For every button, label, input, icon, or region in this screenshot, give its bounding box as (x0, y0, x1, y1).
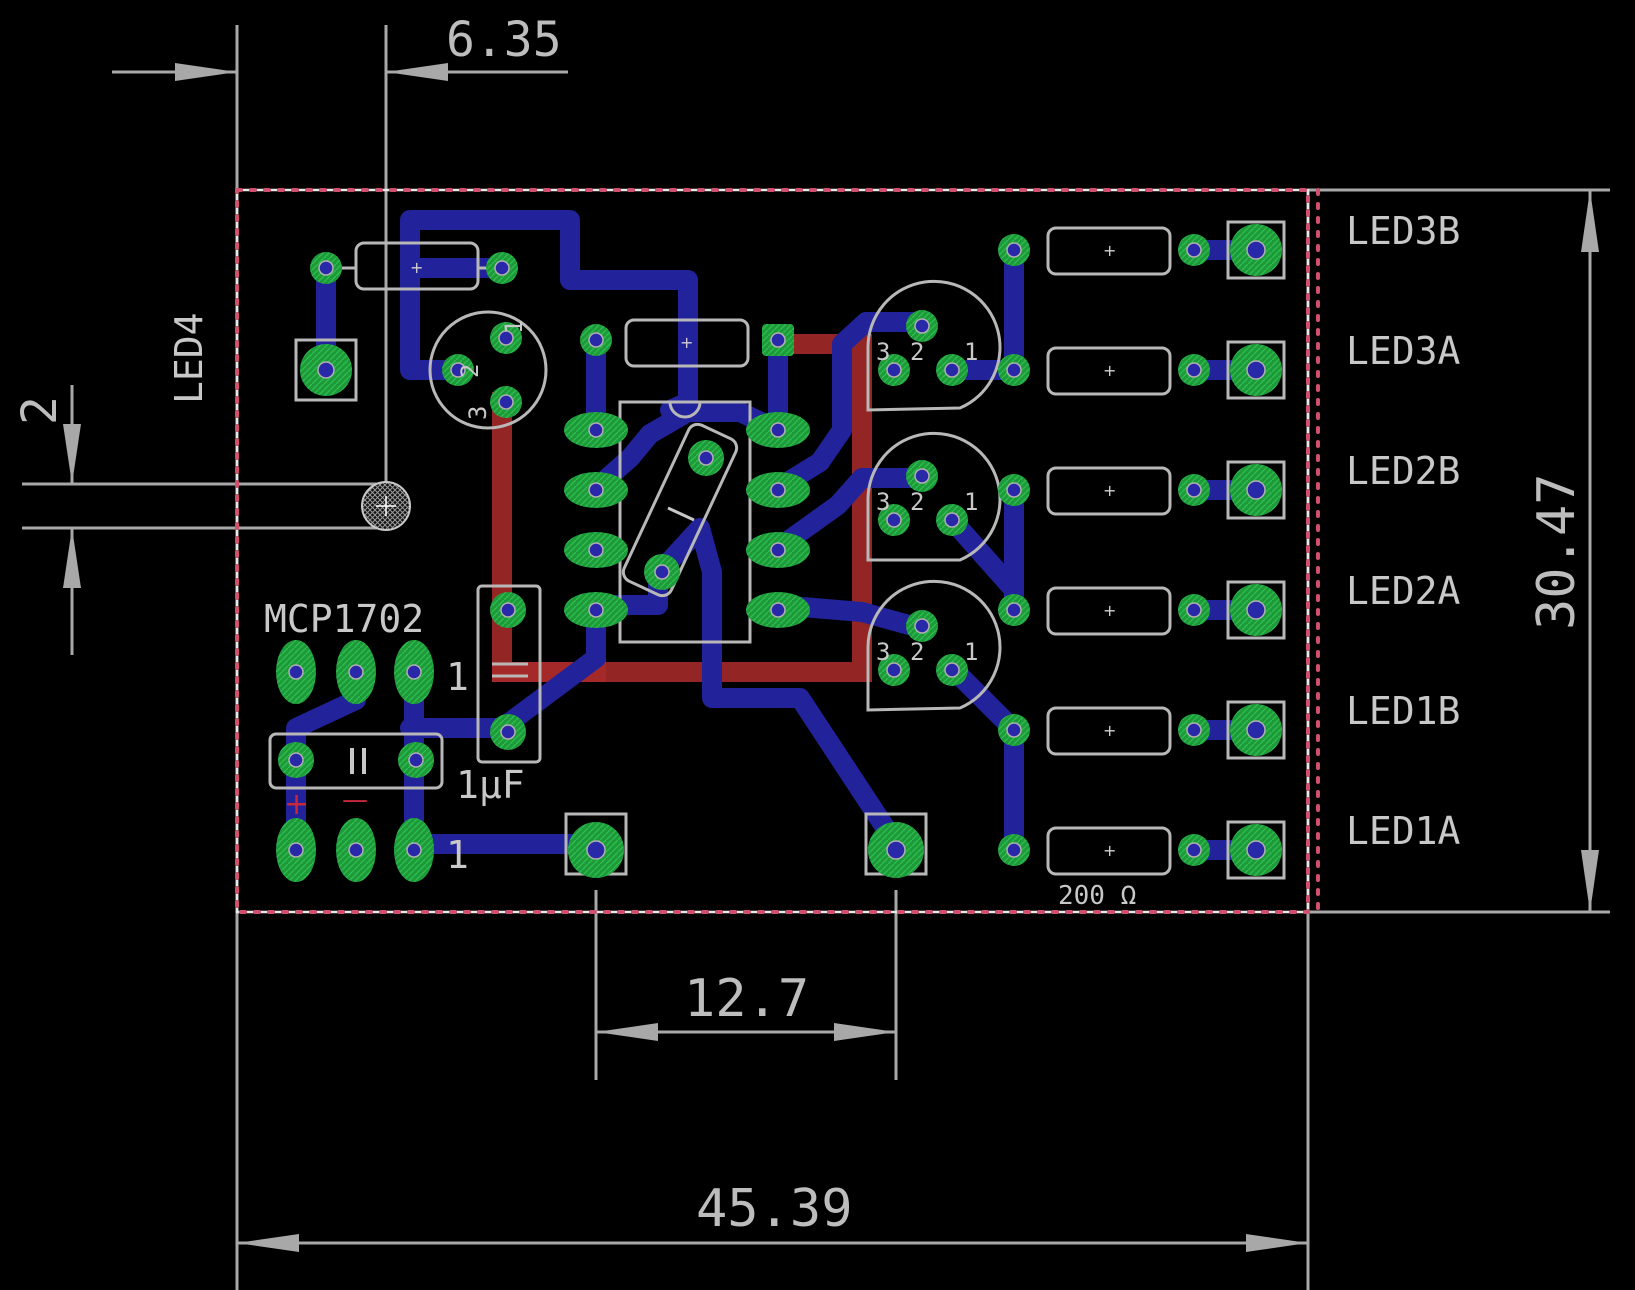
regulator-pin1-bottom: 1 (446, 833, 469, 877)
led4-pin-2: 2 (456, 364, 484, 378)
led2-pin-3: 3 (876, 488, 890, 516)
connector-label-led1b: LED1B (1346, 689, 1460, 733)
svg-text:+: + (1103, 721, 1116, 740)
led1-pin-2: 2 (910, 638, 924, 666)
led1-pin-3: 3 (876, 638, 890, 666)
connector-label-led3a: LED3A (1346, 329, 1461, 373)
svg-text:+: + (1103, 361, 1116, 380)
mounting-hole-icon (361, 481, 411, 531)
dimension-middle-label: 12.7 (684, 969, 809, 1029)
capacitor-value-label: 1µF (456, 763, 525, 807)
resistor-plus-marks: + + + + + + + + (410, 241, 1116, 860)
led2-pin-2: 2 (910, 488, 924, 516)
dimension-lines (22, 25, 1610, 1290)
connector-label-led1a: LED1A (1346, 809, 1461, 853)
connector-label-led2b: LED2B (1346, 449, 1460, 493)
led4-pin-3: 3 (464, 406, 492, 420)
dimension-left-label: 2 (12, 396, 68, 425)
connector-labels: LED3B LED3A LED2B LED2A LED1B LED1A (1346, 209, 1461, 853)
led3-pin-1: 1 (964, 338, 978, 366)
dimension-right-label: 30.47 (1527, 473, 1587, 630)
svg-text:+: + (1103, 841, 1116, 860)
led4-pin-1: 1 (500, 320, 528, 334)
dimension-bottom-label: 45.39 (696, 1179, 853, 1239)
regulator-pin1-top: 1 (446, 655, 469, 699)
svg-text:+: + (1103, 241, 1116, 260)
regulator-label: MCP1702 (264, 597, 424, 641)
led2-pin-1: 1 (964, 488, 978, 516)
board-outline (235, 188, 1320, 914)
cap-plus-marker: + (284, 787, 309, 822)
led1-pin-1: 1 (964, 638, 978, 666)
dimension-top-label: 6.35 (446, 12, 562, 68)
connector-label-led2a: LED2A (1346, 569, 1461, 613)
cap-minus-marker: — (342, 785, 368, 815)
resistor-value-label: 200 Ω (1058, 881, 1136, 911)
led-pin-numbers: 3 2 1 3 2 1 3 2 1 1 2 3 (456, 320, 978, 666)
led3-pin-2: 2 (910, 338, 924, 366)
connector-label-led3b: LED3B (1346, 209, 1460, 253)
led3-pin-3: 3 (876, 338, 890, 366)
svg-text:+: + (1103, 481, 1116, 500)
svg-text:+: + (680, 333, 693, 352)
svg-text:+: + (410, 258, 423, 277)
svg-text:+: + (1103, 601, 1116, 620)
pads (276, 224, 1282, 882)
led4-label: LED4 (167, 312, 211, 404)
